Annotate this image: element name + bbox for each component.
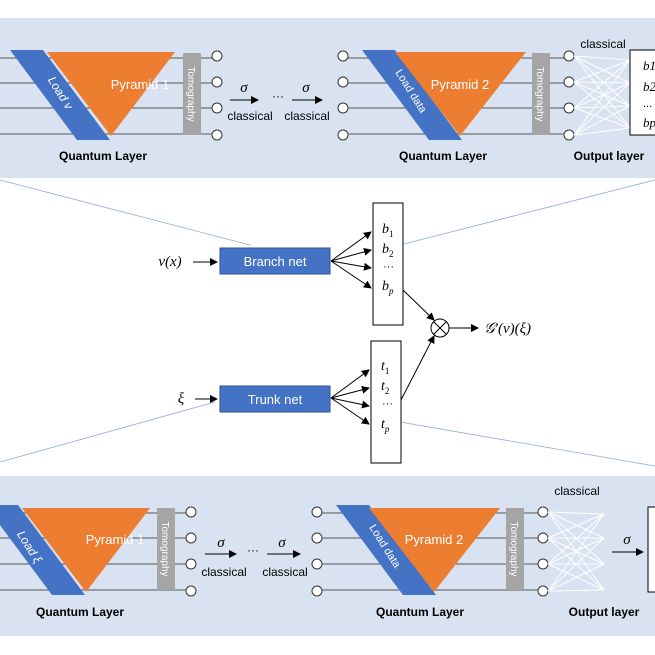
trunk-net-box [219,385,331,413]
top-tomography-2 [532,53,550,135]
branch-dots: ··· [383,261,394,273]
top-qubit-inputs-2 [337,50,349,141]
top-ellipsis: ··· [272,89,284,103]
bottom-panel: Load ξ Pyramid 1 Tomography σ ··· σ clas… [0,476,655,636]
bottom-qubit-outputs-2 [537,506,549,597]
bottom-output-box [647,506,655,593]
branch-input-label: v(x) [158,254,181,270]
top-classical-1: classical [227,109,272,123]
top-pyramid-2 [395,52,526,136]
trunk-t2: t2 [381,379,389,396]
bottom-tomography-1 [157,508,175,590]
top-pyramid-1-label: Pyramid 1 [111,77,170,92]
bottom-quantum-layer-1-label: Quantum Layer [36,605,124,619]
branch-output-arrows [330,231,372,289]
top-output-dots: ... [643,98,652,110]
deeponet-core: v(x) Branch net b1 b2 ··· bp ξ Trunk net… [158,202,531,464]
top-load-data-band [362,50,462,140]
product-operator-icon [430,318,450,338]
operator-output-label: 𝒢′(v)(ξ) [484,321,531,337]
top-pyramid-1 [47,52,175,136]
top-tomography-1 [183,53,201,135]
branch-net-box [219,247,331,275]
bottom-pyramid-2 [369,508,500,592]
trunk-tp: tp [381,417,390,434]
trunk-to-product-arrow [400,335,435,401]
bottom-dense-connections [547,511,605,592]
top-tomography-1-label: Tomography [185,66,196,121]
top-qubit-outputs-1 [211,50,223,141]
bottom-sigma-1: σ [217,535,225,551]
top-classical-out: classical [580,37,625,51]
branch-to-product-arrow [402,289,435,321]
top-classical-2: classical [284,109,329,123]
bottom-classical-out: classical [554,484,599,498]
branch-b2: b2 [382,242,394,259]
top-output-bp: bp [643,115,655,130]
trunk-dots: ··· [382,398,393,410]
branch-bp: bp [382,279,394,296]
bottom-sigma-out: σ [623,532,631,548]
bottom-pyramid-1 [22,508,150,592]
bottom-qubit-outputs-1 [185,506,197,597]
trunk-output-arrows [330,369,370,425]
top-tomography-2-label: Tomography [534,66,545,121]
bottom-tomography-1-label: Tomography [159,521,170,576]
top-load-v-band [10,50,110,140]
top-sigma-2: σ [302,80,310,96]
top-panel: Load v Pyramid 1 Tomography σ ··· σ clas… [0,18,655,178]
trunk-input-label: ξ [178,391,185,407]
top-output-b2: b2 [643,79,655,94]
top-pyramid-2-label: Pyramid 2 [431,77,490,92]
top-output-layer-label: Output layer [574,149,645,163]
branch-b1: b1 [382,222,394,239]
bottom-pyramid-2-label: Pyramid 2 [405,532,464,547]
trunk-net-label: Trunk net [248,392,303,407]
top-quantum-layer-1-label: Quantum Layer [59,149,147,163]
bottom-sigma-2: σ [278,535,286,551]
bottom-load-xi-band [0,505,85,595]
top-output-b1: b1 [643,58,655,73]
bottom-classical-2: classical [262,565,307,579]
bottom-classical-1: classical [201,565,246,579]
bottom-tomography-2-label: Tomography [508,521,519,576]
branch-output-box [372,202,404,326]
bottom-load-data-band [336,505,436,595]
bottom-ellipsis: ··· [247,543,259,557]
bottom-pyramid-1-label: Pyramid 1 [86,532,145,547]
bottom-qubit-inputs-2 [311,506,323,597]
zoom-guide-lines [0,179,655,467]
trunk-output-box [370,340,402,464]
bottom-tomography-2 [506,508,524,590]
top-qubit-outputs-2 [563,50,575,141]
trunk-t1: t1 [381,359,389,376]
bottom-output-layer-label: Output layer [569,605,640,619]
branch-net-label: Branch net [244,254,307,269]
top-quantum-layer-2-label: Quantum Layer [399,149,487,163]
top-dense-connections [573,55,631,136]
bottom-quantum-layer-2-label: Quantum Layer [376,605,464,619]
top-output-box [629,49,655,136]
top-sigma-1: σ [240,80,248,96]
